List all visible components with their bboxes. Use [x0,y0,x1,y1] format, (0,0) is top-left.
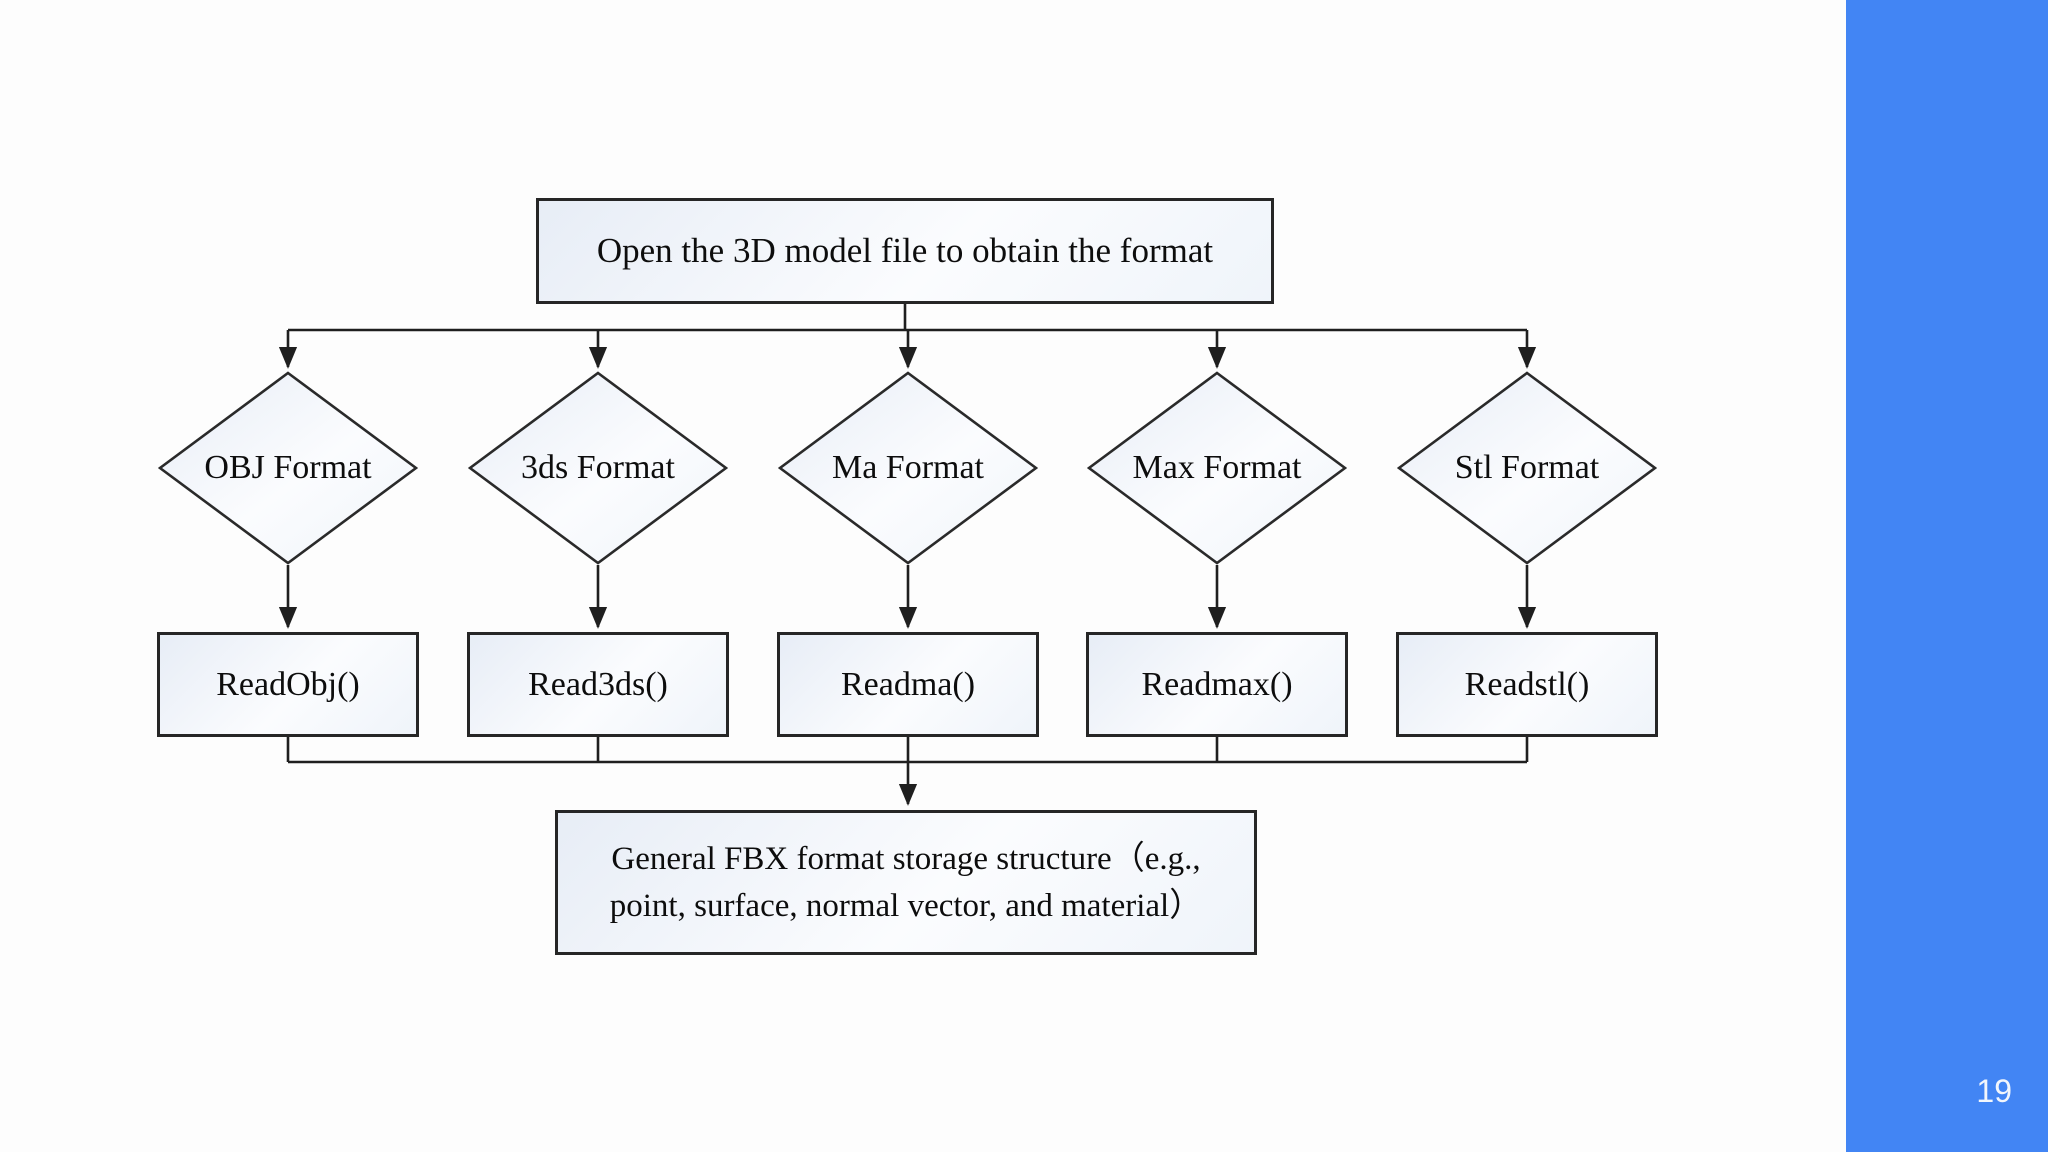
node-decision-obj-format: OBJ Format [158,371,418,565]
diamond-shape-icon [778,371,1038,565]
node-decision-max-format-label: Max Format [1132,449,1302,486]
node-action-readstl-label: Readstl() [1464,665,1590,703]
diamond-shape-icon [1087,371,1347,565]
node-fbx-storage-line2: point, surface, normal vector, and mater… [609,887,1203,924]
node-decision-ma-format: Ma Format [778,371,1038,565]
node-action-read3ds: Read3ds() [467,632,729,737]
node-decision-obj-format-label: OBJ Format [204,449,372,486]
node-decision-stl-format: Stl Format [1397,371,1657,565]
node-action-readobj-label: ReadObj() [216,665,360,703]
node-open-model-file: Open the 3D model file to obtain the for… [536,198,1274,304]
node-action-readma: Readma() [777,632,1039,737]
diamond-shape-icon [158,371,418,565]
diamond-shape-icon [468,371,728,565]
node-action-readma-label: Readma() [840,665,976,703]
node-action-read3ds-label: Read3ds() [528,665,668,703]
node-decision-3ds-format-label: 3ds Format [521,449,675,486]
node-decision-stl-format-label: Stl Format [1454,449,1600,486]
node-action-readstl: Readstl() [1396,632,1658,737]
slide-accent-sidebar: 19 [1846,0,2048,1152]
node-action-readmax: Readmax() [1086,632,1348,737]
node-decision-3ds-format: 3ds Format [468,371,728,565]
node-fbx-storage-structure: General FBX format storage structure（e.g… [555,810,1257,955]
page-number: 19 [1976,1073,2012,1109]
node-decision-ma-format-label: Ma Format [831,449,985,486]
node-decision-max-format: Max Format [1087,371,1347,565]
node-action-readobj: ReadObj() [157,632,419,737]
diamond-shape-icon [1397,371,1657,565]
node-action-readmax-label: Readmax() [1141,665,1293,703]
node-fbx-storage-line1: General FBX format storage structure（e.g… [611,840,1201,877]
node-open-model-file-label: Open the 3D model file to obtain the for… [596,231,1214,270]
